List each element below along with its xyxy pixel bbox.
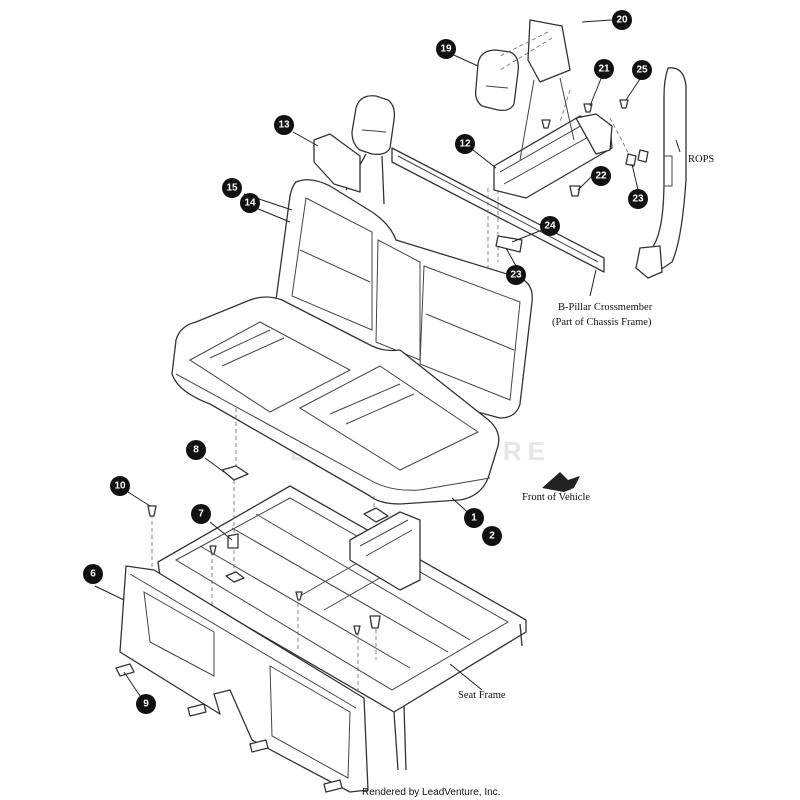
svg-text:7: 7: [198, 509, 204, 520]
svg-text:6: 6: [90, 569, 96, 580]
label-front-of-vehicle: Front of Vehicle: [522, 492, 590, 503]
svg-text:13: 13: [278, 120, 290, 131]
callout-12: 12: [455, 134, 475, 154]
label-b-pillar: B-Pillar Crossmember: [558, 302, 653, 313]
callout-2: 2: [482, 526, 502, 546]
svg-text:1: 1: [471, 513, 477, 524]
callout-7: 7: [191, 504, 211, 524]
svg-text:2: 2: [489, 531, 495, 542]
rear-panel: [115, 565, 369, 793]
seat-bottom: [171, 296, 500, 505]
label-seat-frame: Seat Frame: [458, 690, 506, 701]
svg-text:24: 24: [544, 221, 556, 232]
svg-text:15: 15: [226, 183, 238, 194]
svg-text:23: 23: [510, 270, 522, 281]
callout-20: 20: [612, 10, 632, 30]
svg-text:22: 22: [595, 171, 607, 182]
svg-text:10: 10: [114, 481, 126, 492]
callout-19: 19: [436, 39, 456, 59]
callout-leaders: [94, 19, 681, 703]
callout-22: 22: [591, 166, 611, 186]
callout-1: 1: [464, 508, 484, 528]
svg-text:14: 14: [244, 198, 256, 209]
front-of-vehicle-arrow-icon: [542, 472, 580, 492]
svg-text:12: 12: [459, 139, 471, 150]
callout-23-right: 23: [628, 189, 648, 209]
b-pillar-crossmember: [391, 147, 605, 273]
svg-text:20: 20: [616, 15, 628, 26]
label-rops: ROPS: [688, 154, 714, 165]
callout-15: 15: [222, 178, 242, 198]
rops-tube: [635, 67, 687, 279]
callout-13: 13: [274, 115, 294, 135]
callout-8: 8: [186, 440, 206, 460]
svg-text:19: 19: [440, 44, 452, 55]
callout-14: 14: [240, 193, 260, 213]
hardware-parts: [147, 99, 649, 635]
side-cover-13: [313, 133, 361, 193]
callout-23-lower: 23: [506, 265, 526, 285]
callout-6: 6: [83, 564, 103, 584]
label-b-pillar-sub: (Part of Chassis Frame): [552, 317, 652, 328]
headrest-19: [474, 49, 519, 112]
callout-9: 9: [136, 694, 156, 714]
headrest-bracket: [493, 19, 613, 199]
credit-text: Rendered by LeadVenture, Inc.: [362, 787, 500, 798]
callout-10: 10: [110, 476, 130, 496]
svg-text:8: 8: [193, 445, 199, 456]
callout-24: 24: [540, 216, 560, 236]
callout-25: 25: [632, 60, 652, 80]
svg-text:25: 25: [636, 65, 648, 76]
callout-21: 21: [594, 59, 614, 79]
svg-text:21: 21: [598, 64, 610, 75]
svg-text:9: 9: [143, 699, 149, 710]
svg-text:23: 23: [632, 194, 644, 205]
